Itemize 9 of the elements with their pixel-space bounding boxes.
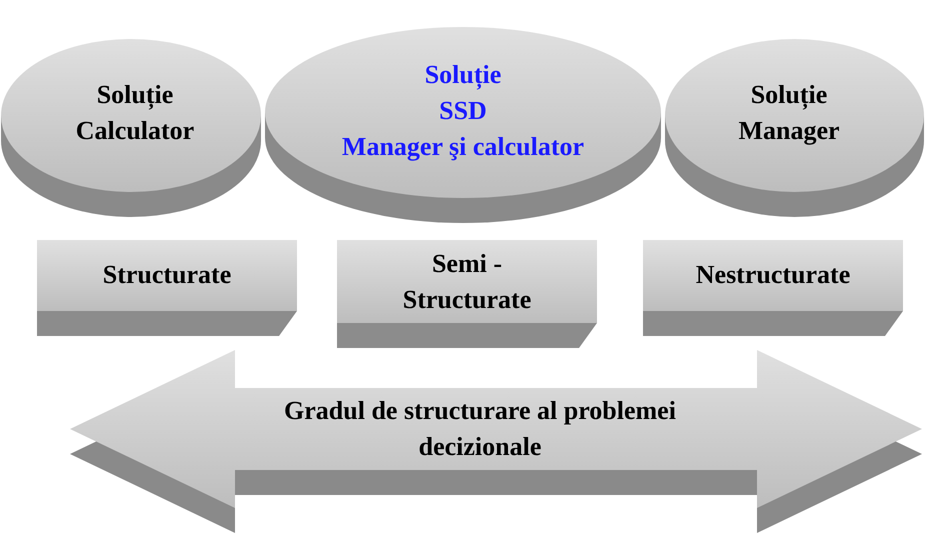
shape-label: Gradul de structurare al problemei decizionale (283, 395, 677, 463)
shape-label: Soluție Calculator (74, 79, 196, 147)
shape-label: Soluție (424, 59, 502, 92)
shape-label: SSD (439, 95, 487, 127)
shape-label: Structurate (102, 259, 232, 291)
shape-label: Semi - Structurate (402, 248, 532, 316)
shape-label: Soluție Manager (737, 79, 841, 147)
shape-label: Nestructurate (696, 259, 850, 291)
shape-label: Manager şi calculator (342, 131, 584, 163)
